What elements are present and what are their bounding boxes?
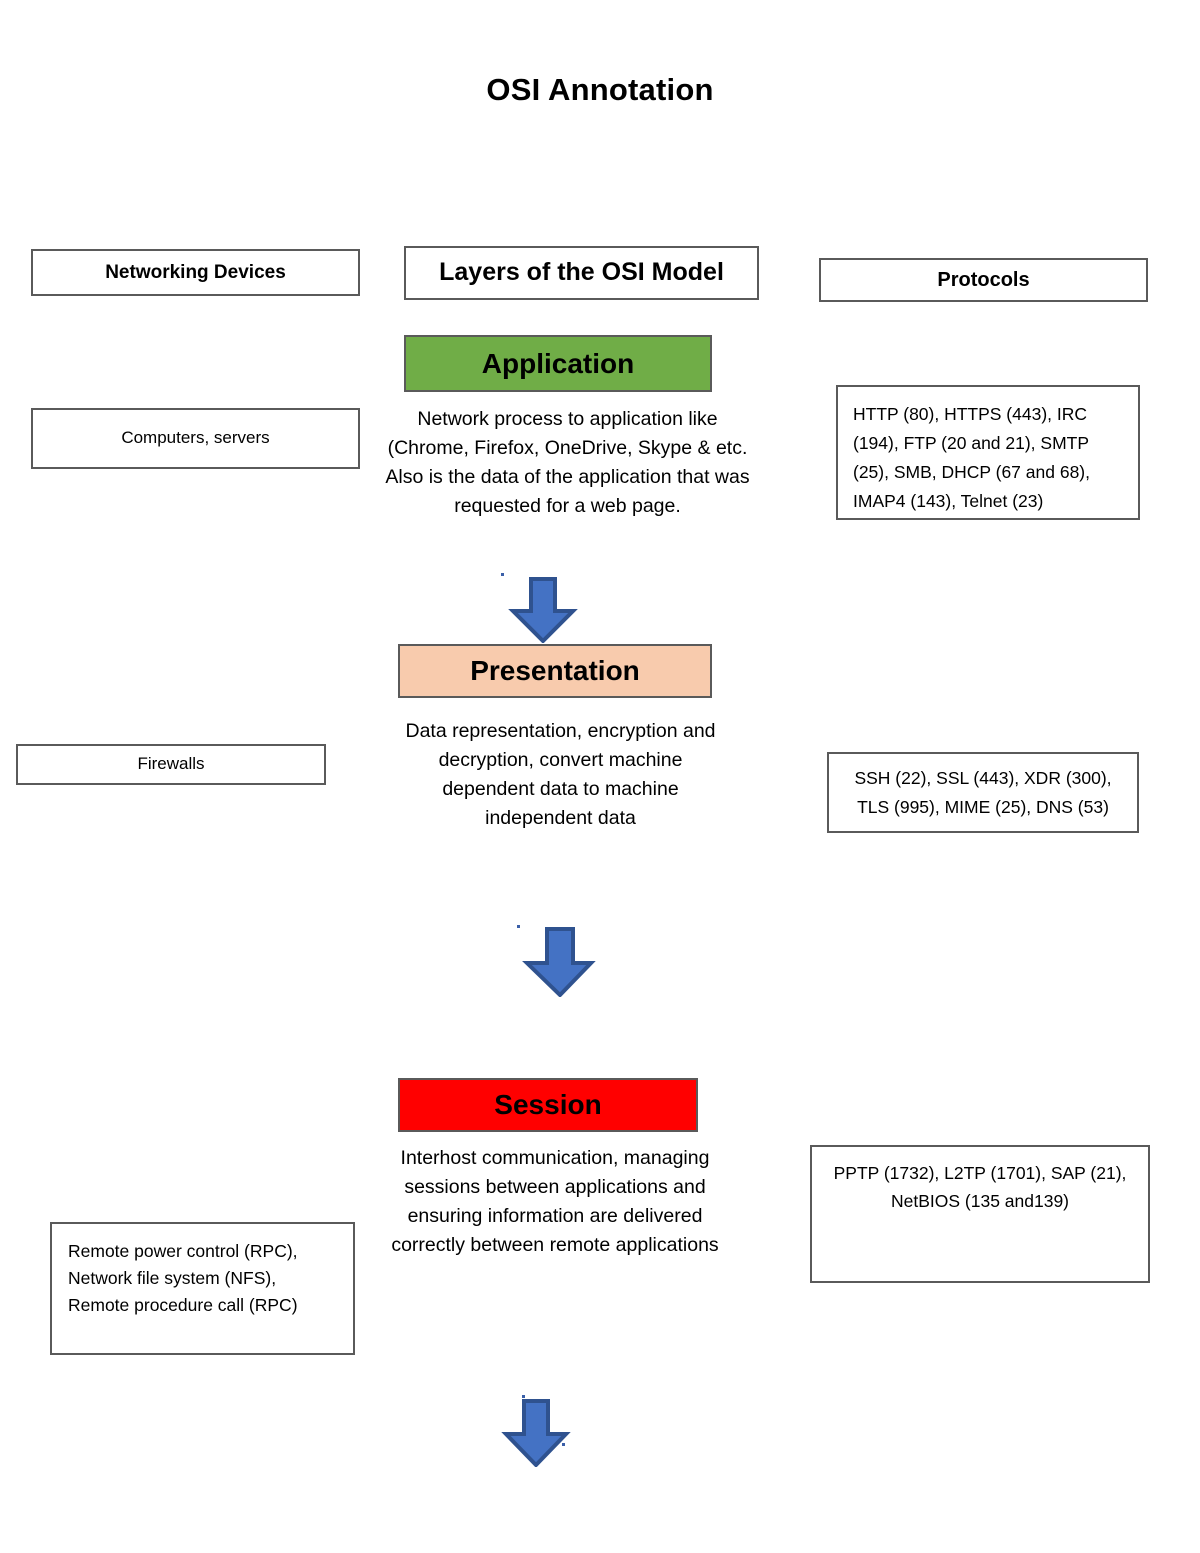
header-networking-devices: Networking Devices — [31, 249, 360, 296]
header-networking-devices-label: Networking Devices — [105, 261, 286, 283]
devices-box-application: Computers, servers — [31, 408, 360, 469]
layer-description-presentation: Data representation, encryption and decr… — [405, 720, 716, 829]
header-layers-label: Layers of the OSI Model — [439, 258, 724, 287]
protocols-box-application: HTTP (80), HTTPS (443), IRC (194), FTP (… — [836, 385, 1140, 520]
arrow-down-icon-application-to-presentation — [501, 573, 579, 644]
header-layers-of-osi-model: Layers of the OSI Model — [404, 246, 759, 300]
speck-mark — [522, 1395, 525, 1398]
header-protocols-label: Protocols — [937, 268, 1030, 291]
speck-mark — [562, 1443, 565, 1446]
arrow-down-icon-session-to-transport — [500, 1395, 572, 1468]
devices-box-application-label: Computers, servers — [121, 428, 270, 448]
layer-bar-session-label: Session — [494, 1089, 602, 1120]
speck-mark — [501, 573, 504, 576]
devices-box-presentation: Firewalls — [16, 744, 326, 785]
devices-box-session-line: Network file system (NFS), — [68, 1268, 277, 1289]
arrow-down-icon-presentation-to-session — [517, 925, 597, 998]
page-title: OSI Annotation — [486, 72, 714, 107]
layer-bar-application-label: Application — [481, 347, 635, 379]
layer-description-session: Interhost communication, managing sessio… — [391, 1147, 719, 1256]
speck-mark — [517, 925, 520, 928]
protocols-box-session-label: PPTP (1732), L2TP (1701), SAP (21), NetB… — [833, 1163, 1127, 1211]
devices-box-session-line: Remote power control (RPC), — [68, 1241, 298, 1261]
protocols-box-presentation: SSH (22), SSL (443), XDR (300), TLS (995… — [827, 752, 1139, 833]
devices-box-presentation-label: Firewalls — [137, 754, 205, 774]
protocols-box-presentation-label: SSH (22), SSL (443), XDR (300), TLS (995… — [854, 767, 1112, 817]
devices-box-session: Remote power control (RPC), Network file… — [50, 1222, 355, 1355]
layer-bar-presentation: Presentation — [398, 644, 712, 698]
protocols-box-session: PPTP (1732), L2TP (1701), SAP (21), NetB… — [810, 1145, 1150, 1283]
protocols-box-application-label: HTTP (80), HTTPS (443), IRC (194), FTP (… — [853, 404, 1090, 511]
layer-bar-session: Session — [398, 1078, 698, 1132]
devices-box-session-line: Remote procedure call (RPC) — [68, 1295, 298, 1316]
layer-bar-presentation-label: Presentation — [470, 655, 640, 686]
layer-description-application: Network process to application like (Chr… — [385, 408, 750, 517]
header-protocols: Protocols — [819, 258, 1148, 302]
layer-bar-application: Application — [404, 335, 712, 392]
